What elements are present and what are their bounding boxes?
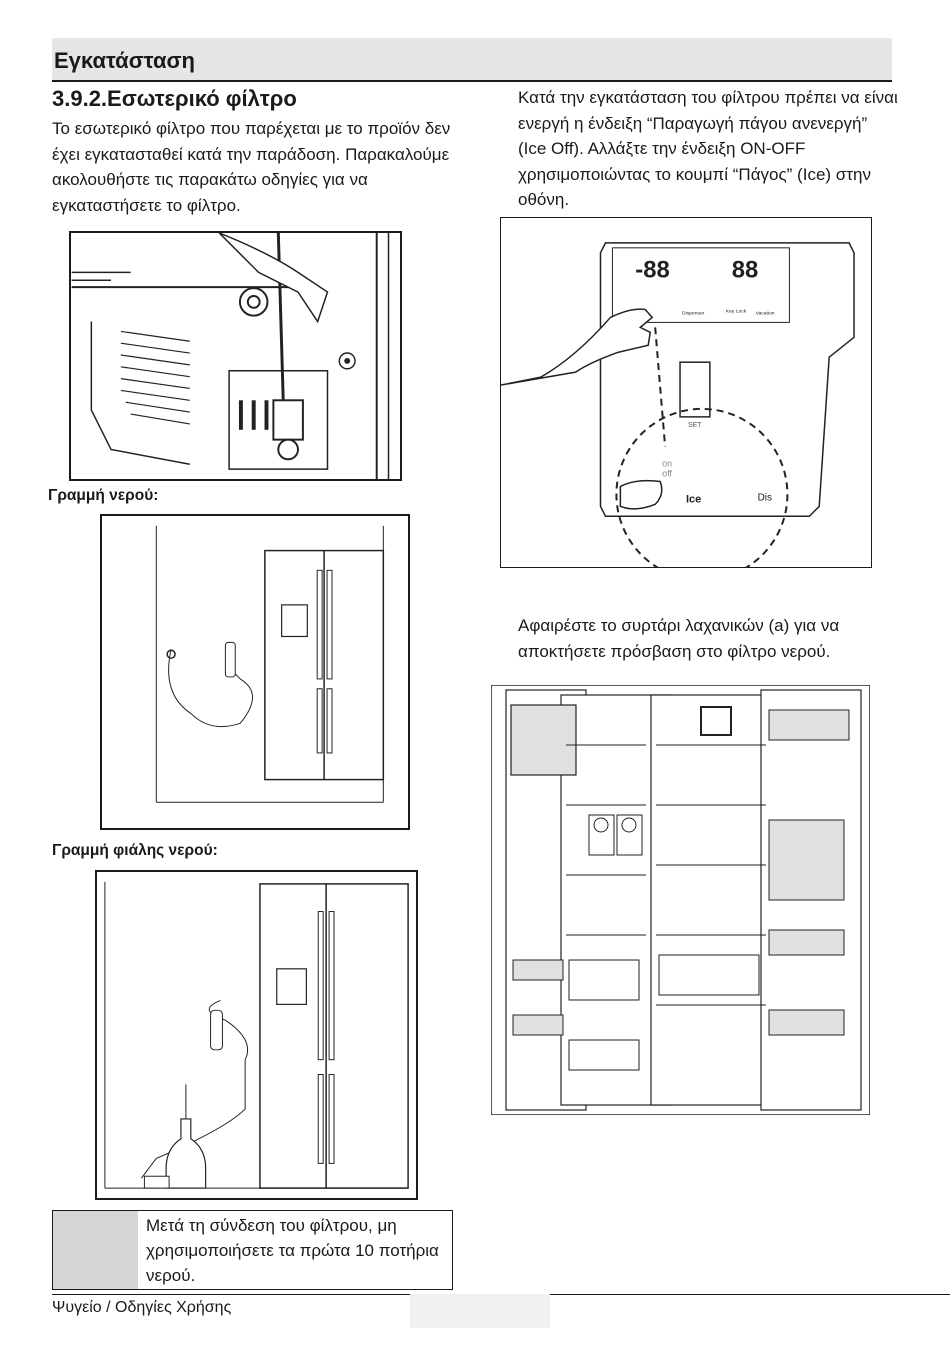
section-header: Εγκατάσταση bbox=[52, 38, 892, 82]
panel-vacation-label: Vacation bbox=[756, 310, 775, 316]
ice-instruction-paragraph: Κατά την εγκατάσταση του φίλτρου πρέπει … bbox=[518, 88, 898, 209]
water-line-caption: Γραμμή νερού: bbox=[48, 487, 159, 504]
footer-text: Ψυγείο / Οδηγίες Χρήσης bbox=[52, 1299, 232, 1316]
panel-digits-right: 88 bbox=[732, 257, 759, 284]
section-header-label: Εγκατάσταση bbox=[54, 48, 195, 73]
water-bottle-line-caption: Γραμμή φιάλης νερού: bbox=[52, 842, 218, 859]
note-marker bbox=[53, 1211, 138, 1289]
control-panel-drawing: -88 88 Dispenser Key Lock Vacation SET o… bbox=[501, 242, 855, 567]
water-bottle-line-illustration bbox=[95, 870, 418, 1200]
water-line-drawing bbox=[155, 525, 385, 803]
refrigerator-interior-drawing bbox=[491, 685, 870, 1115]
note-box: Μετά τη σύνδεση του φίλτρου, μη χρησιμοπ… bbox=[52, 1210, 453, 1290]
section-title: 3.9.2.Εσωτερικό φίλτρο bbox=[52, 86, 297, 111]
panel-dispenser-label: Dispenser bbox=[682, 310, 705, 316]
water-line-illustration bbox=[100, 514, 410, 830]
panel-keylock-label: Key Lock bbox=[726, 308, 747, 314]
page-number-area bbox=[410, 1294, 550, 1328]
refrigerator-interior-illustration bbox=[491, 685, 870, 1115]
water-bottle-line-drawing bbox=[104, 881, 409, 1189]
panel-ice-label: Ice bbox=[686, 493, 701, 505]
filter-connection-drawing bbox=[71, 233, 400, 479]
note-text: Μετά τη σύνδεση του φίλτρου, μη χρησιμοπ… bbox=[146, 1216, 439, 1285]
filter-connection-illustration bbox=[69, 231, 402, 481]
panel-off-label: off bbox=[662, 469, 672, 479]
panel-set-label: SET bbox=[688, 422, 702, 429]
panel-dis-label: Dis bbox=[758, 492, 772, 503]
intro-paragraph: Το εσωτερικό φίλτρο που παρέχεται με το … bbox=[52, 119, 451, 215]
panel-on-label: on bbox=[662, 459, 672, 469]
drawer-instruction-paragraph: Αφαιρέστε το συρτάρι λαχανικών (a) για ν… bbox=[518, 616, 840, 661]
panel-digits-left: -88 bbox=[635, 257, 669, 284]
control-panel-illustration: -88 88 Dispenser Key Lock Vacation SET o… bbox=[500, 217, 872, 568]
